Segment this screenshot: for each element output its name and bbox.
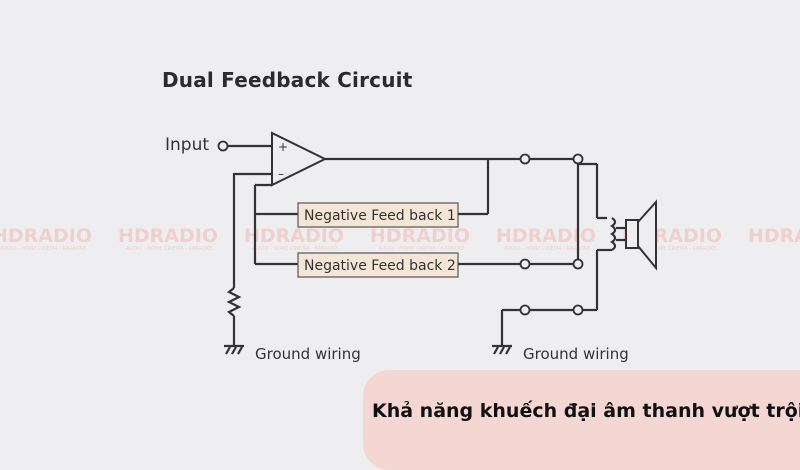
feedback-2-box <box>297 252 459 278</box>
watermark-tagline: AUDIO - HOME CINEMA - KARAOKE <box>252 246 338 252</box>
ground-hatch <box>499 346 505 355</box>
watermark-tagline: AUDIO - HOME CINEMA - KARAOKE <box>504 246 590 252</box>
feedback-2-node <box>519 258 531 270</box>
watermark-band: HDRADIO HDRADIO HDRADIO HDRADIO HDRADIO … <box>0 225 800 252</box>
watermark-text: HDRADIO <box>118 225 218 247</box>
voice-coil <box>597 216 617 251</box>
diagram-title: Dual Feedback Circuit <box>162 68 413 92</box>
output-node-1 <box>519 153 531 165</box>
watermark-text: HDRADIO <box>0 225 92 247</box>
plus-sign: + <box>278 140 288 154</box>
ground-hatch <box>237 346 243 355</box>
ground-hatch <box>231 346 237 355</box>
caption-text: Khả năng khuếch đại âm thanh vượt trội <box>372 400 800 422</box>
ground-hatch <box>505 346 511 355</box>
ground-hatch <box>225 346 231 355</box>
watermark-text: HDRADIO <box>748 225 800 247</box>
feedback-1-label: Negative Feed back 1 <box>304 208 456 224</box>
watermark-tagline: AUDIO - HOME CINEMA - KARAOKE <box>126 246 212 252</box>
ground-label-right: Ground wiring <box>523 345 629 363</box>
watermark-tagline: AUDIO - HOME CINEMA - KARAOKE <box>0 246 86 252</box>
ground-hatch <box>493 346 499 355</box>
ground-label-left: Ground wiring <box>255 345 361 363</box>
watermark-text: HDRADIO <box>244 225 344 247</box>
feedback-2-node-right <box>572 258 584 270</box>
resistor-symbol <box>226 287 242 317</box>
feedback-2-label: Negative Feed back 2 <box>304 258 456 274</box>
diagram-canvas: HDRADIO HDRADIO HDRADIO HDRADIO HDRADIO … <box>0 131 800 363</box>
input-terminal <box>217 140 229 152</box>
return-node-right <box>572 304 584 316</box>
op-amp-triangle <box>271 131 328 187</box>
watermark-tagline: AUDIO - HOME CINEMA - KARAOKE <box>378 246 464 252</box>
feedback-1-box <box>297 202 459 228</box>
speaker-icon <box>616 199 657 271</box>
return-node-left <box>519 304 531 316</box>
watermark-tagline: AUDIO - HOME CINEMA - KARAOKE <box>630 246 716 252</box>
minus-sign: – <box>278 167 284 181</box>
circuit-diagram: HDRADIO HDRADIO HDRADIO HDRADIO HDRADIO … <box>0 131 800 363</box>
watermark-text: HDRADIO <box>496 225 596 247</box>
input-label: Input <box>165 135 209 155</box>
output-node-2 <box>572 153 584 165</box>
watermark-text: HDRADIO <box>370 225 470 247</box>
